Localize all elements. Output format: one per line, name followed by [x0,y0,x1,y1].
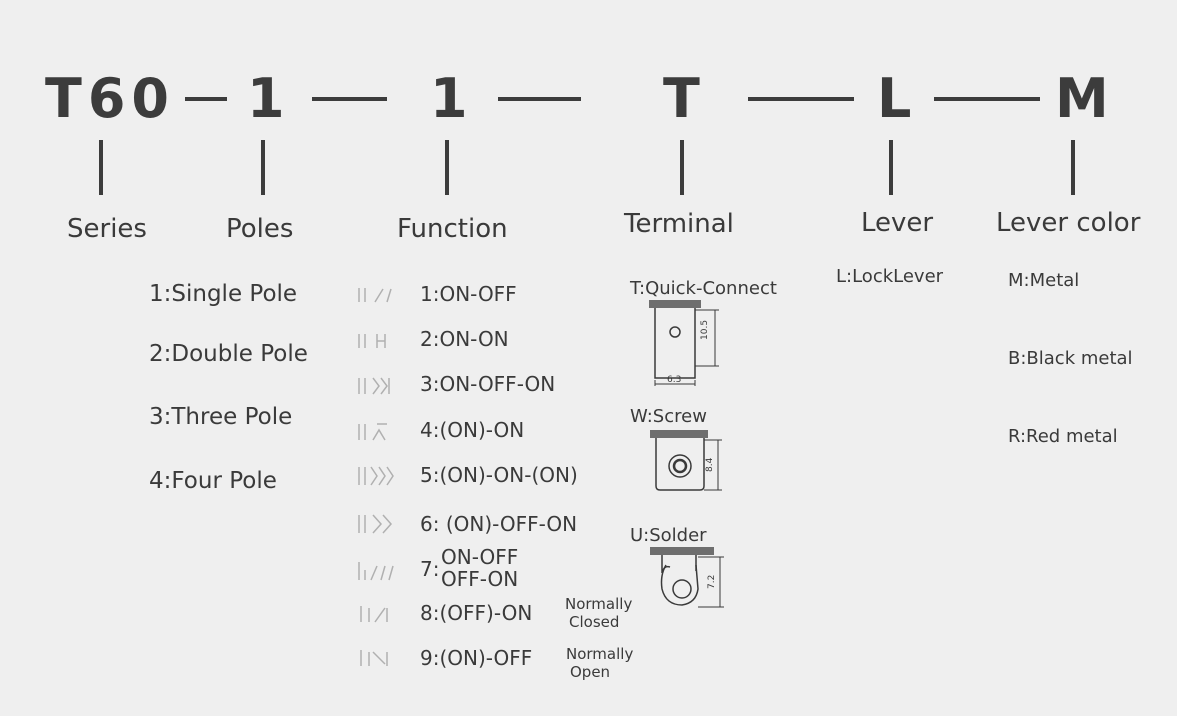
function-option: 4:(ON)-ON [420,418,525,442]
terminal-option: T:Quick-Connect [630,278,777,299]
connector-line [889,140,893,195]
connector-line [1071,140,1075,195]
code-lever: L [877,67,918,130]
category-lever-color: Lever color [996,208,1141,238]
switch-schematic-icon [358,288,392,303]
code-lever-color: M [1055,67,1115,130]
function-note: Closed [569,613,620,631]
connector-line [99,140,103,195]
function-note: Normally [566,645,634,663]
lever-color-option: B:Black metal [1008,348,1133,369]
dimension-label: 6.3 [667,375,681,385]
code-dash [934,97,1040,101]
function-note: Normally [565,595,633,613]
code-series: T60 [45,67,175,130]
switch-schematic-icon [358,334,386,348]
connector-line [680,140,684,195]
poles-option: 2:Double Pole [149,341,308,367]
function-option: 5:(ON)-ON-(ON) [420,463,578,487]
function-option-prefix: 7: [420,557,440,581]
code-terminal: T [663,67,706,130]
switch-schematic-icon [358,562,394,581]
quick-connect-terminal-icon: 10.5 6.3 [649,300,719,386]
poles-option: 1:Single Pole [149,281,298,307]
switch-schematic-icon [358,377,390,395]
switch-schematic-icon [360,650,388,666]
solder-terminal-icon: 7.2 [650,547,724,608]
poles-option: 4:Four Pole [149,468,277,494]
code-dash [185,97,227,101]
function-option: 2:ON-ON [420,327,509,351]
function-option: 8:(OFF)-ON [420,601,533,625]
category-terminal: Terminal [624,209,734,239]
function-option: 6: (ON)-OFF-ON [420,512,578,536]
category-series: Series [67,214,147,244]
function-option-line: ON-OFF [441,545,519,569]
dimension-label: 7.2 [707,575,717,589]
function-option: 1:ON-OFF [420,282,517,306]
switch-schematic-icon [358,514,393,534]
terminal-option: U:Solder [630,525,707,546]
category-lever: Lever [861,208,934,238]
switch-schematic-icon [358,423,387,441]
switch-schematic-icon [360,606,388,623]
dimension-label: 10.5 [700,320,710,340]
function-option-line: OFF-ON [441,567,519,591]
connector-line [445,140,449,195]
function-option: 9:(ON)-OFF [420,646,533,670]
code-dash [748,97,854,101]
category-poles: Poles [226,214,294,244]
function-note: Open [570,663,611,681]
connector-line [261,140,265,195]
code-function: 1 [430,67,474,130]
lever-color-option: M:Metal [1008,270,1080,291]
dimension-label: 8.4 [705,457,715,472]
category-function: Function [397,214,508,244]
code-dash [312,97,387,101]
poles-option: 3:Three Pole [149,404,293,430]
code-poles: 1 [247,67,291,130]
lever-option: L:LockLever [836,266,944,287]
switch-schematic-icon [358,466,394,486]
function-option: 3:ON-OFF-ON [420,372,556,396]
code-dash [498,97,581,101]
screw-terminal-icon: 8.4 [650,430,722,491]
lever-color-option: R:Red metal [1008,426,1118,447]
terminal-option: W:Screw [630,406,707,427]
